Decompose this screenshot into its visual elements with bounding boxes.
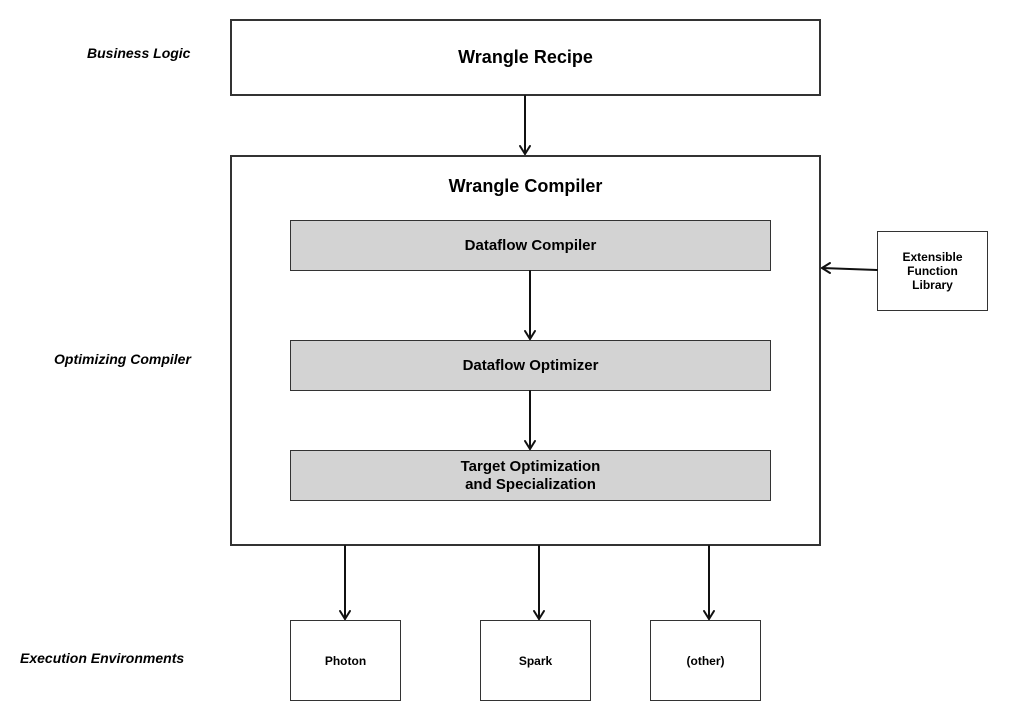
library-label-line1: Extensible — [902, 250, 963, 264]
target-optimization-label-line2: and Specialization — [465, 475, 596, 493]
target-optimization-label-line1: Target Optimization — [460, 457, 601, 475]
dataflow-compiler-stage: Dataflow Compiler — [290, 220, 771, 271]
layer-label-optimizing-compiler: Optimizing Compiler — [54, 351, 191, 367]
target-box-spark: Spark — [480, 620, 591, 701]
library-label-line2: Function — [907, 264, 958, 278]
layer-label-business-logic: Business Logic — [87, 45, 191, 61]
dataflow-compiler-label: Dataflow Compiler — [464, 236, 597, 254]
dataflow-optimizer-stage: Dataflow Optimizer — [290, 340, 771, 391]
target-box-photon: Photon — [290, 620, 401, 701]
extensible-function-library-box: Extensible Function Library — [877, 231, 988, 311]
wrangle-compiler-title: Wrangle Compiler — [448, 176, 603, 196]
target-optimization-stage: Target Optimization and Specialization — [290, 450, 771, 501]
target-label-spark: Spark — [518, 653, 553, 668]
dataflow-optimizer-label: Dataflow Optimizer — [462, 356, 599, 374]
target-box-other: (other) — [650, 620, 761, 701]
wrangle-recipe-box: Wrangle Recipe — [230, 19, 821, 96]
wrangle-recipe-label: Wrangle Recipe — [458, 47, 593, 67]
arrow-library-to-compiler — [821, 267, 878, 271]
target-label-photon: Photon — [324, 653, 367, 668]
library-label-line3: Library — [912, 278, 953, 292]
layer-label-execution-environments: Execution Environments — [20, 650, 185, 666]
target-label-other: (other) — [686, 653, 725, 668]
